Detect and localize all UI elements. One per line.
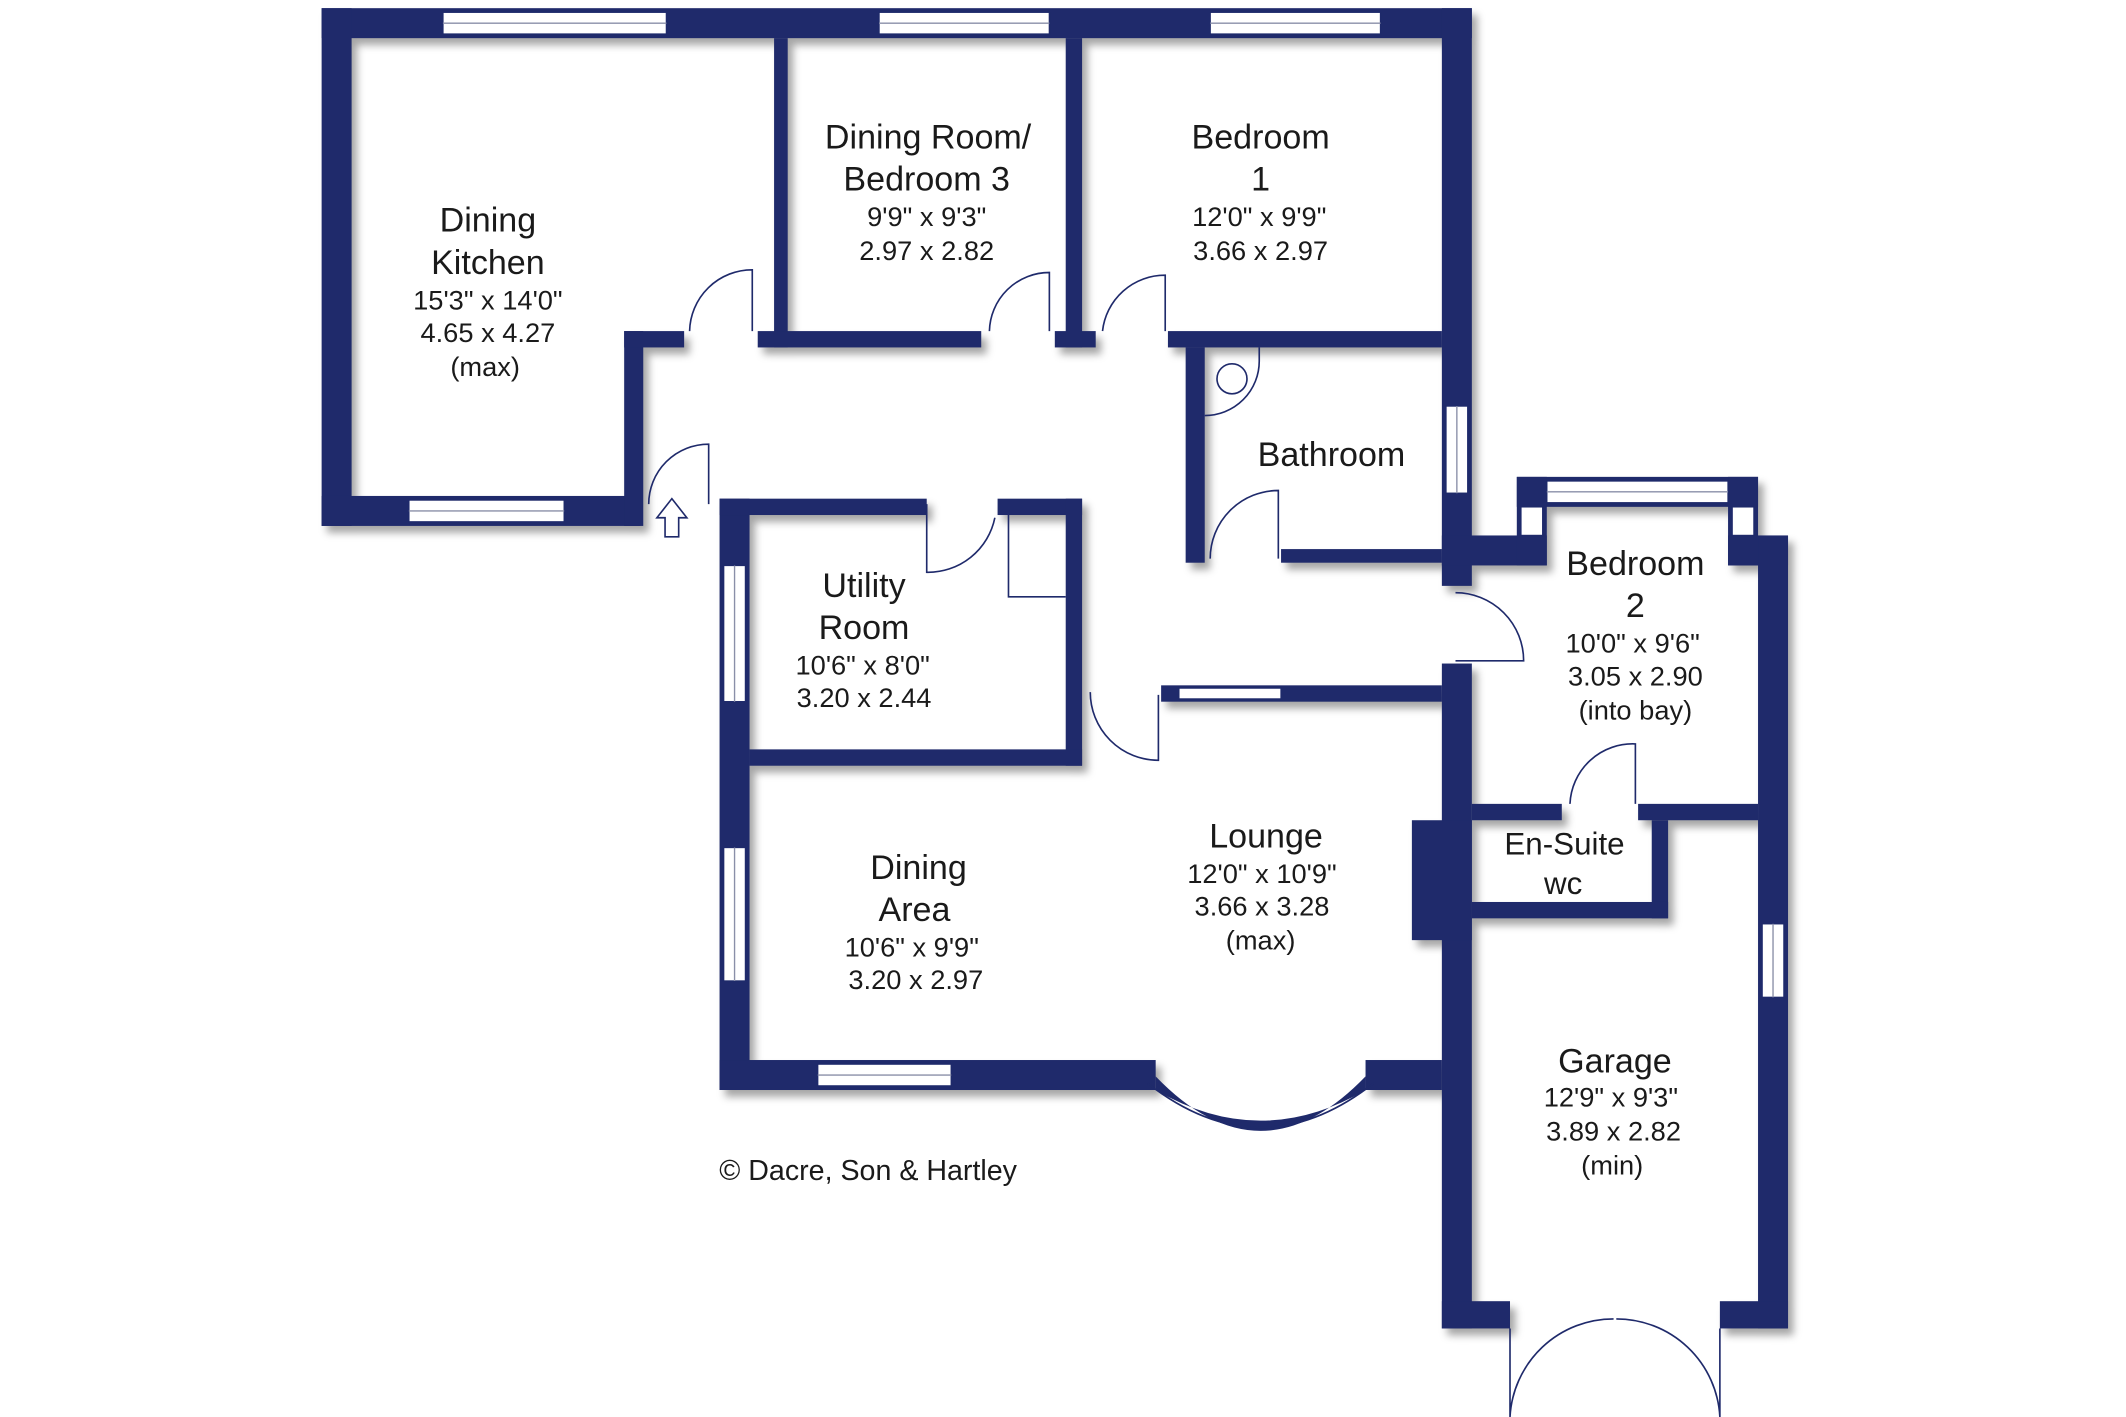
- doors: [647, 268, 1721, 1417]
- svg-text:Bedroom: Bedroom: [1192, 119, 1330, 157]
- svg-text:3.05 x 2.90: 3.05 x 2.90: [1568, 660, 1703, 691]
- svg-text:3.89 x 2.82: 3.89 x 2.82: [1546, 1115, 1681, 1146]
- room-lounge: Lounge 12'0" x 10'9" 3.66 x 3.28 (max): [1187, 817, 1336, 955]
- room-dining-kitchen: Dining Kitchen 15'3" x 14'0" 4.65 x 4.27…: [413, 202, 562, 382]
- svg-text:Kitchen: Kitchen: [431, 244, 545, 282]
- svg-text:3.20 x 2.44: 3.20 x 2.44: [797, 682, 932, 713]
- room-dining-room-bedroom-3: Dining Room/ Bedroom 3 9'9" x 9'3" 2.97 …: [825, 119, 1032, 267]
- svg-text:2: 2: [1626, 587, 1645, 625]
- svg-text:(max): (max): [450, 351, 520, 382]
- svg-text:(max): (max): [1226, 925, 1296, 956]
- room-dining-area: Dining Area 10'6" x 9'9" 3.20 x 2.97: [845, 849, 984, 995]
- windows: [408, 11, 1785, 1131]
- svg-text:12'0" x 10'9": 12'0" x 10'9": [1187, 858, 1336, 889]
- svg-text:Bedroom: Bedroom: [1566, 545, 1704, 583]
- svg-text:(into bay): (into bay): [1579, 694, 1693, 725]
- svg-text:Dining: Dining: [870, 849, 967, 887]
- svg-text:Dining Room/: Dining Room/: [825, 119, 1032, 157]
- svg-text:12'9" x 9'3": 12'9" x 9'3": [1544, 1081, 1678, 1112]
- svg-text:10'6" x 9'9": 10'6" x 9'9": [845, 931, 979, 962]
- svg-text:3.20 x 2.97: 3.20 x 2.97: [848, 964, 983, 995]
- svg-text:4.65 x 4.27: 4.65 x 4.27: [420, 317, 555, 348]
- svg-text:2.97 x 2.82: 2.97 x 2.82: [859, 235, 994, 266]
- room-en-suite-wc: En-Suite wc: [1504, 826, 1624, 901]
- svg-text:En-Suite: En-Suite: [1504, 826, 1624, 861]
- copyright-text: © Dacre, Son & Hartley: [719, 1155, 1017, 1187]
- svg-text:(min): (min): [1581, 1149, 1643, 1180]
- room-bedroom-1: Bedroom 1 12'0" x 9'9" 3.66 x 2.97: [1192, 119, 1330, 267]
- svg-text:1: 1: [1251, 161, 1270, 199]
- svg-text:Bedroom 3: Bedroom 3: [843, 161, 1010, 199]
- svg-text:10'0" x 9'6": 10'0" x 9'6": [1566, 628, 1700, 659]
- svg-text:wc: wc: [1543, 866, 1582, 901]
- svg-text:Garage: Garage: [1558, 1042, 1672, 1080]
- svg-text:Utility: Utility: [822, 567, 905, 605]
- room-bathroom: Bathroom: [1258, 436, 1406, 474]
- svg-text:10'6" x 8'0": 10'6" x 8'0": [796, 649, 930, 680]
- svg-text:3.66 x 3.28: 3.66 x 3.28: [1195, 891, 1330, 922]
- room-garage: Garage 12'9" x 9'3" 3.89 x 2.82 (min): [1544, 1042, 1681, 1180]
- svg-text:3.66 x 2.97: 3.66 x 2.97: [1193, 235, 1328, 266]
- svg-text:9'9" x 9'3": 9'9" x 9'3": [867, 201, 986, 232]
- svg-text:Room: Room: [819, 609, 910, 647]
- room-utility: Utility Room 10'6" x 8'0" 3.20 x 2.44: [796, 567, 932, 713]
- svg-text:Lounge: Lounge: [1209, 817, 1323, 855]
- svg-text:12'0" x 9'9": 12'0" x 9'9": [1192, 201, 1326, 232]
- svg-text:Area: Area: [878, 891, 950, 929]
- room-bedroom-2: Bedroom 2 10'0" x 9'6" 3.05 x 2.90 (into…: [1566, 545, 1705, 725]
- entrance-arrow-icon: [655, 497, 689, 538]
- svg-text:Bathroom: Bathroom: [1258, 436, 1406, 474]
- svg-text:Dining: Dining: [440, 202, 537, 240]
- svg-text:15'3" x 14'0": 15'3" x 14'0": [413, 284, 562, 315]
